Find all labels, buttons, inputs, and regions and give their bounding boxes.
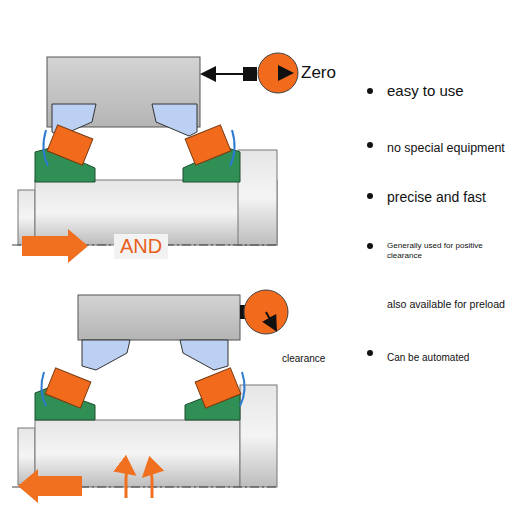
bullet-text: Can be automated [387, 352, 469, 364]
cage [240, 372, 245, 406]
bullet-text-holder: Can be automated [387, 347, 469, 365]
dial-needle [278, 72, 292, 74]
shaft-shoulder [238, 150, 277, 245]
bullet-text: Generally used for positive clearance [387, 241, 505, 260]
bullet-text: no special equipment [387, 141, 505, 155]
bearing-cup [152, 104, 197, 136]
bullet-text: easy to use [387, 82, 464, 99]
roller [45, 368, 91, 408]
housing [78, 295, 240, 340]
bullet [367, 88, 373, 94]
bearing-cup [180, 340, 228, 370]
bullet-text: also available for preload [387, 298, 505, 310]
dial-indicator [244, 290, 288, 334]
bullet [367, 193, 373, 199]
dial-caption: clearance [282, 353, 325, 365]
cage [41, 372, 46, 406]
dial-reading: Zero [301, 63, 336, 83]
cage [230, 130, 235, 166]
roller [47, 125, 93, 165]
dial-reading-holder: Zero [301, 63, 336, 83]
bullet-text-holder: also available for preload [387, 294, 505, 312]
rotation-arrow [144, 473, 152, 498]
bullet-text: precise and fast [387, 189, 486, 205]
cage [43, 130, 48, 166]
bullet-text-holder: Generally used for positive clearance [387, 241, 505, 261]
bullet-text-holder: no special equipment [387, 138, 505, 156]
dial-stem [243, 67, 257, 81]
rotation-arrow [126, 472, 134, 498]
bullet [367, 142, 373, 148]
roller [195, 368, 241, 408]
bullet [367, 350, 373, 356]
roller [185, 125, 231, 165]
step-connector-holder: AND [114, 234, 168, 259]
axial-push-arrow [22, 229, 88, 263]
dial-caption-holder: clearance [282, 348, 325, 366]
probe-line [202, 73, 243, 75]
step-connector: AND [114, 234, 168, 259]
axial-pull-arrow [18, 469, 82, 503]
bullet-text-holder: precise and fast [387, 188, 486, 206]
dial-indicator [258, 53, 298, 93]
bullet [367, 243, 373, 249]
shaft-shoulder [240, 385, 277, 487]
bullet-text-holder: easy to use [387, 82, 464, 100]
bearing-cup [82, 340, 130, 370]
dial-needle [266, 312, 276, 330]
